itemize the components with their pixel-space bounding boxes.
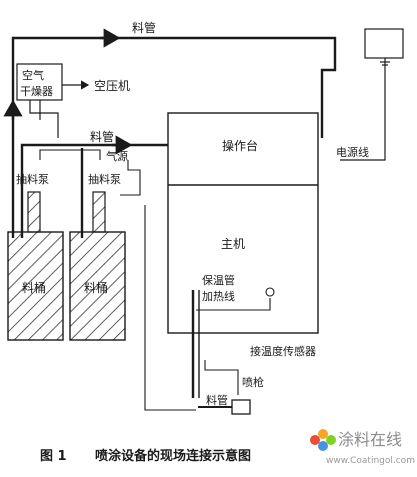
watermark-brand: 涂料在线 (338, 430, 402, 449)
watermark-url: www.Coatingol.com (326, 456, 415, 466)
label-main-unit: 主机 (221, 237, 245, 251)
label-air-dryer-line1: 空气 (22, 68, 44, 82)
label-pump-left: 抽料泵 (16, 172, 49, 186)
label-pipe-mid: 料管 (90, 129, 114, 144)
pump-right (92, 191, 106, 233)
air-dryer (16, 63, 90, 138)
mid-pipe-route (20, 135, 196, 411)
label-air-source: 气源 (106, 149, 128, 163)
figure-number: 图 1 (40, 449, 67, 464)
label-pipe-top: 料管 (132, 20, 156, 35)
label-temp-sensor: 接温度传感器 (250, 344, 316, 358)
watermark-logo-icon (310, 429, 336, 451)
label-spray-gun: 喷枪 (242, 375, 264, 389)
label-insulated-pipe: 保温管 (202, 273, 235, 287)
top-pipe-route (3, 28, 337, 238)
label-air-compressor: 空压机 (94, 79, 130, 93)
label-barrel-right: 料桶 (84, 280, 108, 295)
label-pump-right: 抽料泵 (88, 172, 121, 186)
pump-left (27, 191, 41, 233)
main-unit (167, 112, 319, 334)
label-power-line: 电源线 (336, 145, 369, 159)
power-supply (340, 28, 404, 161)
barrel-right (69, 231, 126, 341)
label-air-dryer-line2: 干燥器 (20, 85, 53, 98)
spray-gun (198, 399, 251, 415)
label-pipe-bottom: 料管 (206, 393, 228, 407)
label-heating-wire: 加热线 (202, 289, 235, 303)
barrel-left (7, 231, 64, 341)
heated-hose (191, 287, 275, 398)
figure-title: 喷涂设备的现场连接示意图 (95, 448, 251, 464)
label-barrel-left: 料桶 (22, 280, 46, 295)
label-console: 操作台 (222, 138, 258, 153)
